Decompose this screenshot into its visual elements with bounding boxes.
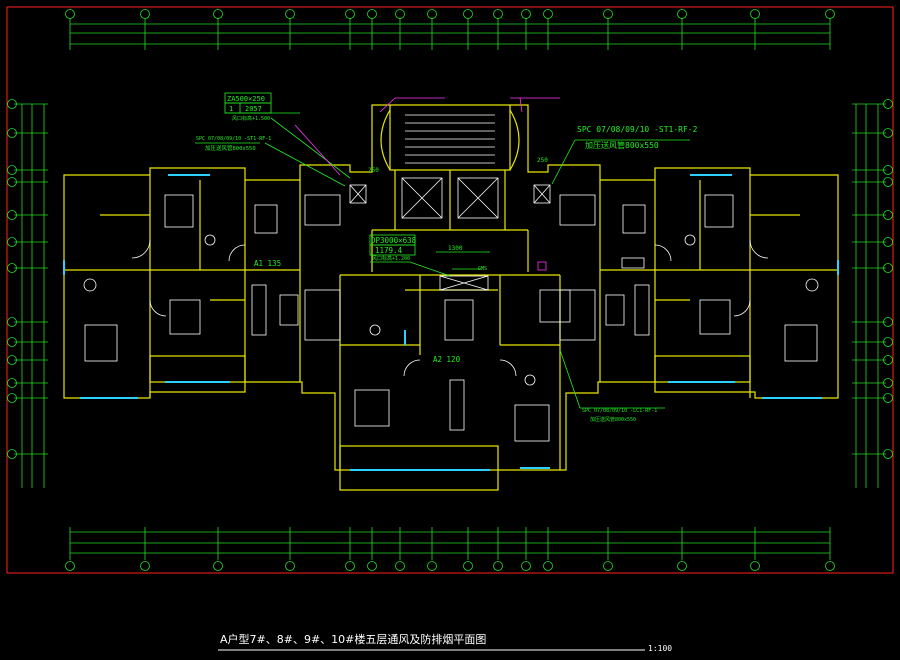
title-block: A户型7#、8#、9#、10#楼五层通风及防排烟平面图 1:100	[218, 632, 672, 653]
magenta-notes	[294, 97, 560, 176]
axis-bubble	[883, 337, 893, 347]
axis-bubble	[65, 561, 75, 571]
axis-bubble	[7, 99, 17, 109]
axis-bubble	[883, 355, 893, 365]
drawing-title: A户型7#、8#、9#、10#楼五层通风及防排烟平面图	[220, 632, 486, 646]
pressure-bottom-label: 加压送风管800x550	[590, 416, 636, 423]
axis-bubble	[7, 378, 17, 388]
axis-bubble	[603, 561, 613, 571]
axis-bubble	[883, 210, 893, 220]
axis-bubble	[825, 561, 835, 571]
axis-bubble	[883, 449, 893, 459]
furniture	[83, 114, 819, 442]
axis-bubble	[883, 237, 893, 247]
axis-bubble	[677, 561, 687, 571]
annotation-leaders	[195, 92, 690, 409]
axis-bubble	[825, 9, 835, 19]
windows	[63, 174, 839, 471]
axis-bubble	[543, 9, 553, 19]
axis-bubble	[395, 9, 405, 19]
axis-bubble	[463, 561, 473, 571]
axis-bubble	[7, 128, 17, 138]
room-a2-label: A2 120	[433, 355, 461, 364]
duct-box-top-label: ZA500×250	[227, 95, 265, 103]
axis-bubble	[883, 128, 893, 138]
duct-note-left-label: 风口标高+1.500	[232, 115, 270, 122]
axis-bubble	[883, 165, 893, 175]
axis-bubble	[883, 177, 893, 187]
dim-250-left-label: 250	[368, 167, 379, 174]
axis-bubble	[213, 561, 223, 571]
duct-box-mid-left-label: 1	[229, 105, 233, 113]
axis-bubble	[750, 9, 760, 19]
axis-bubble	[677, 9, 687, 19]
axis-bubble	[427, 9, 437, 19]
axis-bubble	[883, 99, 893, 109]
axis-bubble	[7, 165, 17, 175]
axis-bubble	[213, 9, 223, 19]
axis-bubble	[65, 9, 75, 19]
axis-bubble	[603, 9, 613, 19]
axis-bubble	[7, 237, 17, 247]
gms-label: GMS	[478, 266, 487, 272]
axis-bubble	[285, 9, 295, 19]
pressure-left-label: 加压送风管800x550	[205, 144, 256, 152]
axis-bubble	[463, 9, 473, 19]
axis-bubble	[750, 561, 760, 571]
axis-bubble	[7, 355, 17, 365]
axis-bubble	[345, 561, 355, 571]
axis-labels	[7, 9, 893, 571]
drawing-scale: 1:100	[648, 644, 672, 653]
axis-bubble	[7, 337, 17, 347]
spc-left-label: SPC 07/08/09/10 -ST1-RF-1	[196, 136, 271, 142]
axis-bubble	[521, 9, 531, 19]
pressure-right-label: 加压送风管800x550	[585, 140, 659, 150]
axis-bubble	[7, 177, 17, 187]
axis-bubble	[427, 561, 437, 571]
axis-bubble	[367, 9, 377, 19]
axis-bubble	[285, 561, 295, 571]
axis-bubble	[7, 263, 17, 273]
axis-bubble	[7, 449, 17, 459]
dp-note-label: 风口标高+1.200	[372, 255, 410, 262]
dp-box-top-label: DP3000×638	[371, 236, 417, 245]
axis-bubble	[493, 561, 503, 571]
spc-right-label: SPC 07/08/09/10 -ST1-RF-2	[577, 125, 698, 134]
axis-bubble	[521, 561, 531, 571]
dp-box-bottom-label: 1179.4	[375, 246, 403, 255]
axis-bubble	[7, 210, 17, 220]
axis-bubble	[883, 393, 893, 403]
axis-bubble	[883, 378, 893, 388]
dimension-lines	[14, 18, 886, 560]
drawing-frame	[6, 6, 894, 574]
axis-bubble	[493, 9, 503, 19]
dim-1300-label: 1300	[448, 245, 463, 252]
axis-bubble	[140, 561, 150, 571]
axis-bubble	[7, 393, 17, 403]
axis-bubble	[395, 561, 405, 571]
axis-bubble	[883, 317, 893, 327]
room-a1-label: A1 135	[254, 259, 281, 268]
duct-box-mid-right-label: 2057	[245, 105, 262, 113]
axis-bubble	[367, 561, 377, 571]
dim-250-right-label: 250	[537, 157, 548, 164]
axis-bubble	[140, 9, 150, 19]
axis-bubble	[543, 561, 553, 571]
spc-bottom-label: SPC 07/08/09/10 -LC1-RF-1	[582, 408, 657, 414]
axis-bubble	[345, 9, 355, 19]
axis-bubble	[7, 317, 17, 327]
axis-bubble	[883, 263, 893, 273]
